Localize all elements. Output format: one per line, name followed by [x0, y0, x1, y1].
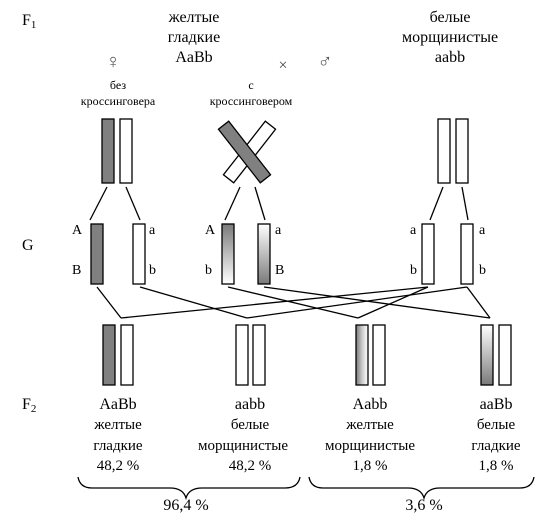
- offspring-3-phenotype-line2: морщинистые: [324, 438, 416, 454]
- gamete-1-allele-bottom: B: [72, 263, 82, 278]
- female-phenotype-line1: желтые: [168, 9, 220, 26]
- gamete-AB: [90, 223, 104, 285]
- offspring-pair-2: [235, 324, 266, 386]
- gamete-4-allele-bottom: B: [275, 263, 285, 278]
- offspring-1-phenotype-line1: желтые: [94, 417, 142, 433]
- offspring-4-genotype: aaBb: [479, 396, 513, 413]
- no-crossover-label-line1: без: [109, 78, 127, 92]
- offspring-4-phenotype-line2: гладкие: [471, 438, 521, 454]
- chromosome-male-2: [455, 118, 469, 184]
- offspring-1-percent: 48,2 %: [96, 458, 140, 474]
- gamete-2-allele-top: a: [149, 223, 156, 238]
- offspring-pair-4: [480, 324, 512, 386]
- fertilization-lines: [96, 286, 491, 319]
- offspring-3-genotype: Aabb: [352, 396, 388, 413]
- label-f2: F2: [22, 396, 37, 415]
- offspring-2-percent: 48,2 %: [228, 458, 272, 474]
- offspring-pair-1: [102, 324, 134, 386]
- chromosome-male-1: [437, 118, 451, 184]
- offspring-pair-3: [355, 324, 386, 386]
- chromosomes-crossover: [217, 120, 277, 184]
- offspring-4-percent: 1,8 %: [478, 458, 514, 474]
- gamete-ab-1: [132, 223, 146, 285]
- gamete-aB: [257, 223, 271, 285]
- offspring-3-percent: 1,8 %: [352, 458, 388, 474]
- male-genotype: aabb: [434, 49, 466, 66]
- gamete-ab-2: [421, 223, 435, 285]
- no-crossover-label-line2: кроссинговера: [80, 94, 156, 108]
- male-phenotype-line1: белые: [429, 9, 471, 26]
- offspring-1-genotype: AaBb: [99, 396, 137, 413]
- female-genotype: AaBb: [175, 49, 213, 66]
- gamete-ab-3: [460, 223, 474, 285]
- gamete-6-allele-top: a: [479, 223, 486, 238]
- gamete-3-allele-top: A: [205, 223, 216, 238]
- offspring-2-phenotype-line2: морщинистые: [197, 438, 289, 454]
- male-symbol-icon: ♂: [317, 51, 333, 73]
- total-recombinant: 3,6 %: [405, 497, 443, 514]
- meiosis-lines: [89, 186, 469, 221]
- female-phenotype-line2: гладкие: [167, 29, 221, 46]
- offspring-2-genotype: aabb: [234, 396, 266, 413]
- crossover-label-line2: кроссинговером: [209, 94, 293, 108]
- offspring-1-phenotype-line2: гладкие: [93, 438, 143, 454]
- gamete-3-allele-bottom: b: [205, 263, 212, 278]
- gamete-6-allele-bottom: b: [479, 263, 486, 278]
- offspring-3-phenotype-line1: желтые: [346, 417, 394, 433]
- offspring-4-phenotype-line1: белые: [476, 417, 516, 433]
- gamete-5-allele-bottom: b: [410, 263, 417, 278]
- chromosome-female-light: [119, 118, 133, 184]
- brace-non-recombinant: [77, 476, 301, 501]
- female-symbol-icon: ♀: [105, 51, 121, 73]
- brace-recombinant: [308, 476, 535, 501]
- total-non-recombinant: 96,4 %: [163, 497, 209, 514]
- chromosome-female-dark: [101, 118, 115, 184]
- offspring-2-phenotype-line1: белые: [230, 417, 270, 433]
- label-g: G: [22, 237, 34, 254]
- cross-sign: ×: [278, 57, 288, 74]
- gamete-1-allele-top: A: [72, 223, 83, 238]
- crossover-label-line1: с: [248, 78, 254, 92]
- gamete-Ab: [221, 223, 235, 285]
- gamete-2-allele-bottom: b: [149, 263, 156, 278]
- gamete-5-allele-top: a: [410, 223, 417, 238]
- gamete-4-allele-top: a: [275, 223, 282, 238]
- label-f1: F1: [22, 12, 37, 31]
- male-phenotype-line2: морщинистые: [401, 29, 499, 46]
